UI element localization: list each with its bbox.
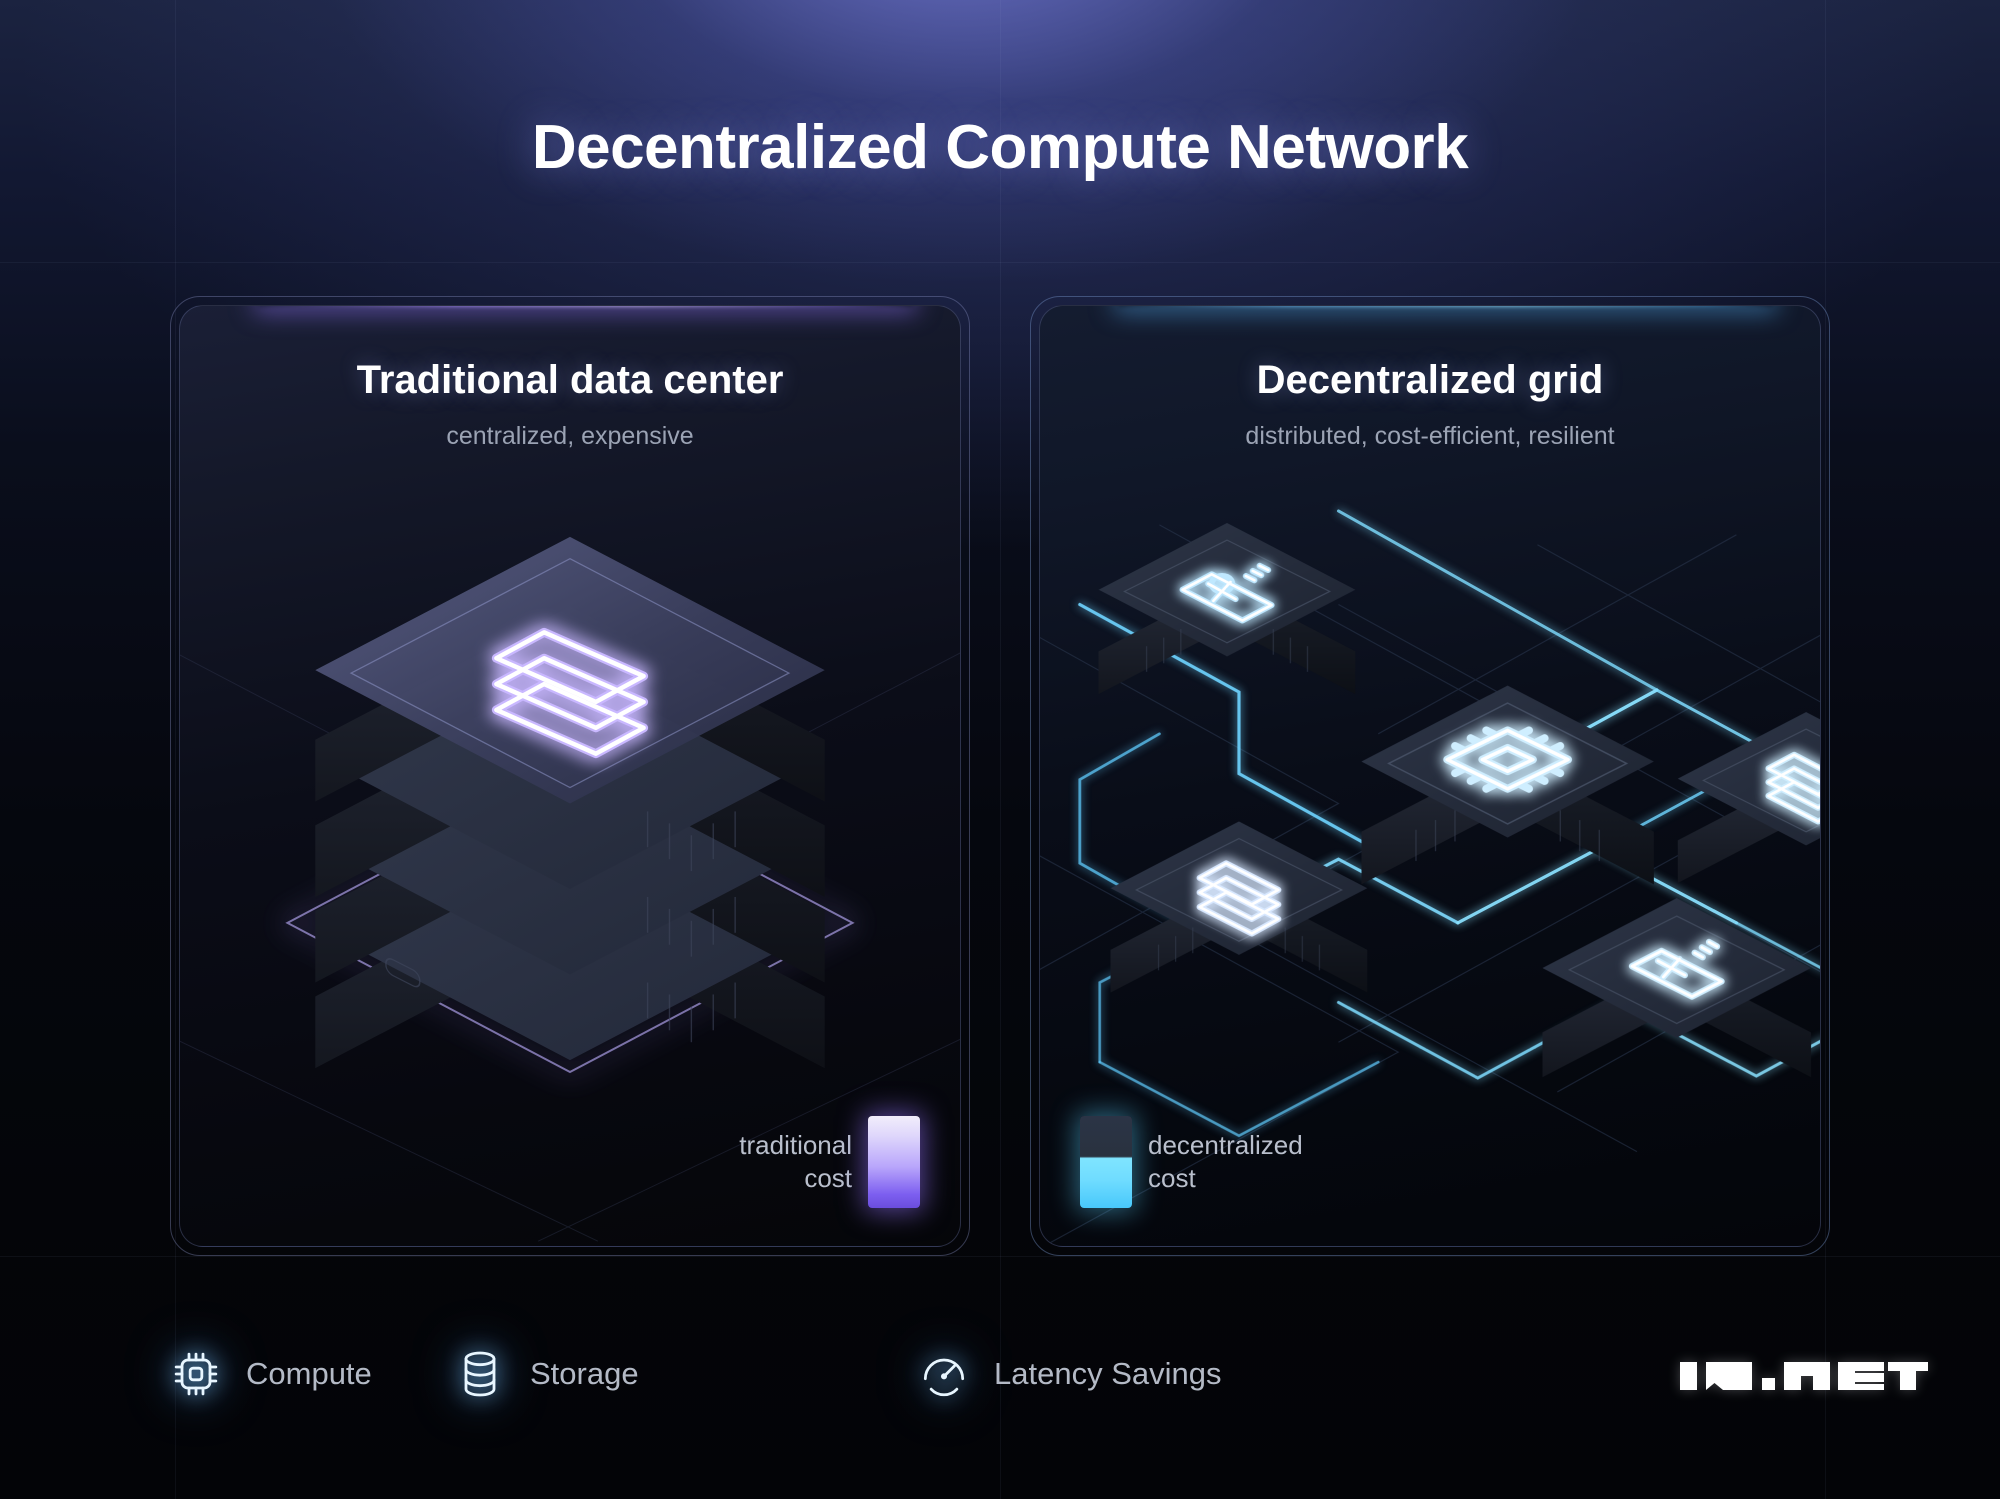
legend-traditional-swatch — [868, 1116, 920, 1208]
gpu-fan-icon — [1628, 938, 1725, 1000]
footer-label-latency: Latency Savings — [994, 1356, 1222, 1391]
node-gpu-bottom — [1542, 898, 1812, 1078]
panel-decentralized-title: Decentralized grid — [1256, 358, 1604, 402]
panel-decentralized: Decentralized grid distributed, cost-eff… — [1030, 296, 1830, 1256]
panel-traditional-body: Traditional data center centralized, exp… — [179, 305, 961, 1247]
panel-traditional-subtitle: centralized, expensive — [446, 422, 694, 450]
gauge-icon — [923, 1358, 965, 1397]
io-net-logotype — [1680, 1362, 1928, 1390]
traditional-datacenter-illustration — [180, 536, 960, 1242]
storage-stack-icon — [491, 627, 649, 759]
cpu-chip-icon — [174, 1352, 218, 1396]
footer-item-storage: Storage — [452, 1346, 639, 1402]
panel-decentralized-subtitle: distributed, cost-efficient, resilient — [1245, 422, 1615, 450]
gpu-fan-icon — [1179, 562, 1275, 624]
footer-item-compute: Compute — [168, 1346, 372, 1402]
footer-legend: Compute Storage — [0, 1256, 2000, 1499]
server-rack-stack — [315, 536, 825, 1069]
legend-traditional-line1: traditional — [739, 1129, 852, 1160]
node-gpu-top — [1098, 522, 1356, 695]
footer-label-compute: Compute — [246, 1356, 372, 1391]
node-cpu-center — [1361, 685, 1654, 885]
legend-decentralized-line2: cost — [1148, 1163, 1196, 1193]
footer-label-storage: Storage — [530, 1356, 639, 1391]
panel-traditional: Traditional data center centralized, exp… — [170, 296, 970, 1256]
legend-traditional-line2: cost — [804, 1163, 852, 1193]
bg-gridline — [0, 262, 2000, 263]
storage-stack-icon — [1196, 860, 1282, 937]
legend-decentralized-swatch — [1080, 1116, 1132, 1208]
io-net-logo — [1680, 1348, 1928, 1404]
panel-decentralized-body: Decentralized grid distributed, cost-eff… — [1039, 305, 1821, 1247]
footer-item-latency: Latency Savings — [916, 1346, 1221, 1402]
panel-traditional-title: Traditional data center — [356, 358, 784, 402]
page-title: Decentralized Compute Network — [531, 113, 1469, 182]
decentralized-grid-illustration — [1040, 509, 1820, 1246]
cpu-chip-icon — [1443, 726, 1572, 793]
legend-traditional-cost: traditional cost — [739, 1116, 920, 1208]
legend-decentralized-line1: decentralized — [1148, 1129, 1303, 1160]
node-storage-left — [1110, 821, 1368, 993]
node-storage-right — [1677, 711, 1820, 884]
database-icon — [464, 1351, 496, 1397]
legend-decentralized-cost: decentralized cost — [1080, 1116, 1303, 1208]
storage-stack-icon — [1765, 751, 1820, 825]
